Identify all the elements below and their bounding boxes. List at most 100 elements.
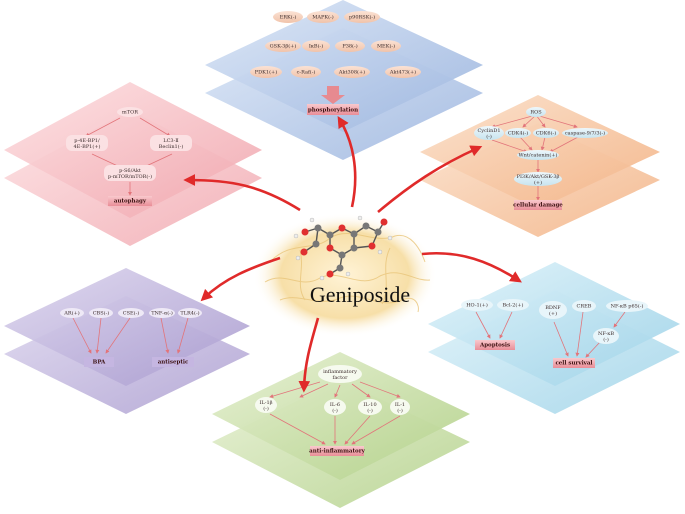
svg-text:p90RSK(-): p90RSK(-): [349, 14, 375, 21]
svg-text:CDK6(-): CDK6(-): [536, 130, 556, 137]
svg-text:anti-inflammatory: anti-inflammatory: [309, 449, 365, 455]
arrow-to-phosphorylation: [337, 115, 357, 208]
svg-text:PI3K/Akt/GSK-3β(+): PI3K/Akt/GSK-3β(+): [517, 174, 560, 186]
outcome-autophagy: autophagy: [108, 196, 152, 206]
svg-text:AR(+): AR(+): [63, 310, 80, 317]
node-cdk6: CDK6(-): [533, 128, 559, 138]
panel-cell-survival: HO-1(+) Bcl-2(+) BDNF(+) CREB NF-κB p65(…: [428, 262, 680, 414]
outcome-cell-survival: cell survival: [553, 358, 595, 368]
svg-text:Wnt/catenin(+): Wnt/catenin(+): [519, 152, 558, 159]
svg-text:IL-10(-): IL-10(-): [363, 402, 376, 414]
node-ho1: HO-1(+): [461, 299, 493, 311]
node-ar: AR(+): [60, 308, 84, 318]
outcome-cellular-damage: cellular damage: [513, 200, 563, 210]
svg-text:MAPK(-): MAPK(-): [312, 14, 333, 21]
node-mapk: MAPK(-): [307, 11, 339, 23]
outcome-antiseptic: antiseptic: [152, 357, 194, 367]
node-pi3k-akt: PI3K/Akt/GSK-3β(+): [514, 172, 562, 186]
svg-text:Apoptosis: Apoptosis: [479, 343, 510, 349]
node-caspase: caspase-9/7/3(-): [562, 128, 608, 138]
svg-text:TNF-α(-): TNF-α(-): [151, 310, 173, 317]
arrow-to-bpa: [200, 256, 281, 302]
node-ikb: IκB(-): [302, 40, 330, 52]
arrow-to-autophagy: [183, 174, 301, 212]
svg-text:phosphorylation: phosphorylation: [308, 108, 358, 114]
node-il6: IL-6(-): [324, 399, 346, 415]
arrow-to-anti-inflammatory: [298, 317, 320, 393]
outcome-bpa: BPA: [84, 357, 114, 367]
svg-text:PDK1(+): PDK1(+): [255, 69, 277, 76]
svg-text:mTOR: mTOR: [122, 110, 138, 116]
node-mtor: mTOR: [117, 107, 143, 117]
node-mek: MEK(-): [371, 40, 401, 52]
svg-text:BDNF(+): BDNF(+): [545, 305, 561, 317]
node-tnf: TNF-α(-): [149, 308, 175, 318]
svg-text:antiseptic: antiseptic: [158, 360, 189, 366]
outcome-apoptosis: Apoptosis: [475, 340, 515, 350]
geniposide-molecule-icon: [293, 215, 393, 281]
outward-arrows: [183, 115, 522, 393]
svg-text:BPA: BPA: [93, 360, 106, 366]
node-cbs: CBS(-): [89, 308, 113, 318]
panel-cellular-damage: ROS CyclinD1(-) CDK4(-) CDK6(-) caspase-…: [420, 95, 660, 237]
node-craf: c-Raf(-): [291, 66, 321, 78]
node-il10: IL-10(-): [358, 399, 382, 415]
svg-text:GSK-3β(+): GSK-3β(+): [270, 43, 297, 50]
svg-text:CDK4(-): CDK4(-): [508, 130, 528, 137]
outcome-phosphorylation: phosphorylation: [307, 104, 359, 115]
node-p90rsk: p90RSK(-): [344, 11, 380, 23]
svg-text:TLR4(-): TLR4(-): [180, 310, 199, 317]
node-creb: CREB: [572, 300, 596, 312]
node-bdnf: BDNF(+): [539, 301, 567, 319]
panel-phosphorylation: ERK(-) MAPK(-) p90RSK(-) GSK-3β(+) IκB(-…: [205, 0, 483, 160]
node-cdk4: CDK4(-): [505, 128, 531, 138]
panel-bpa: AR(+) CBS(-) CSE(-) TNF-α(-) TLR4(-) BPA…: [4, 268, 250, 414]
svg-text:caspase-9/7/3(-): caspase-9/7/3(-): [565, 130, 605, 137]
svg-text:MEK(-): MEK(-): [377, 43, 395, 50]
arrow-to-cell-survival: [421, 251, 522, 283]
node-akt308: Akt308(+): [334, 66, 370, 78]
outcome-anti-inflammatory: anti-inflammatory: [309, 446, 366, 456]
svg-text:P38(-): P38(-): [342, 43, 357, 50]
node-erk: ERK(-): [273, 11, 303, 23]
svg-text:cell survival: cell survival: [555, 361, 592, 367]
node-tlr4: TLR4(-): [178, 308, 202, 318]
phospho-nodes: ERK(-) MAPK(-) p90RSK(-) GSK-3β(+) IκB(-…: [250, 11, 421, 78]
svg-text:Bcl-2(+): Bcl-2(+): [502, 302, 523, 309]
node-4ebp1: p-4E-BP1/4E-BP1(+): [66, 135, 108, 151]
node-nfkb: NF-κB(-): [593, 328, 619, 344]
arrow-to-cellular-damage: [377, 145, 483, 213]
node-cse: CSE(-): [118, 308, 144, 318]
svg-text:CyclinD1(-): CyclinD1(-): [477, 128, 500, 140]
svg-text:IκB(-): IκB(-): [309, 43, 323, 50]
node-gsk3b: GSK-3β(+): [265, 40, 301, 52]
svg-text:CREB: CREB: [577, 304, 592, 310]
node-cyclind1: CyclinD1(-): [474, 126, 504, 140]
node-nfkb-p65: NF-κB p65(-): [606, 300, 648, 312]
svg-text:cellular damage: cellular damage: [513, 203, 563, 209]
node-il1b: IL-1β(-): [255, 397, 277, 413]
svg-text:Akt308(+): Akt308(+): [338, 69, 365, 76]
svg-text:ERK(-): ERK(-): [280, 14, 297, 21]
svg-text:IL-1(-): IL-1(-): [395, 402, 405, 414]
svg-text:CSE(-): CSE(-): [123, 310, 140, 317]
node-p38: P38(-): [335, 40, 365, 52]
node-pdk1: PDK1(+): [250, 66, 282, 78]
node-wnt-catenin: Wnt/catenin(+): [517, 150, 559, 160]
center-brain: [253, 213, 437, 337]
svg-text:Akt473(+): Akt473(+): [389, 69, 416, 76]
svg-text:IL-1β(-): IL-1β(-): [259, 400, 272, 412]
center-title: Geniposide: [310, 282, 410, 307]
node-ros: ROS: [526, 107, 546, 117]
svg-text:NF-κB p65(-): NF-κB p65(-): [611, 303, 644, 310]
svg-text:NF-κB(-): NF-κB(-): [598, 331, 614, 343]
svg-text:CBS(-): CBS(-): [93, 310, 110, 317]
